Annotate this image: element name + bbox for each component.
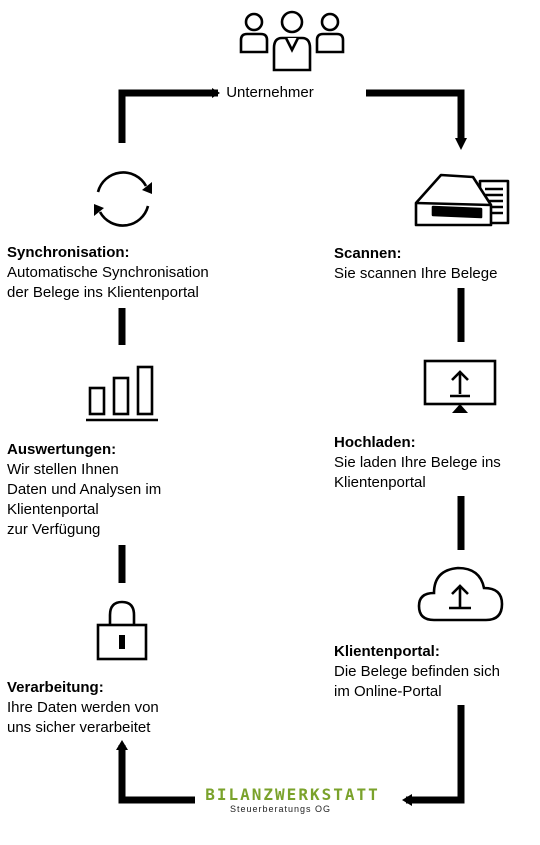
step-synchronisation: Synchronisation: Automatische Synchronis… bbox=[7, 243, 247, 303]
step-title: Synchronisation: bbox=[7, 244, 130, 261]
step-hochladen: Hochladen: Sie laden Ihre Belege ins Kli… bbox=[334, 433, 534, 493]
step-text: Wir stellen Ihnen Daten und Analysen im … bbox=[7, 461, 162, 538]
step-text: Sie laden Ihre Belege ins Klientenportal bbox=[334, 454, 501, 491]
upload-monitor-icon bbox=[423, 359, 497, 413]
step-auswertungen: Auswertungen: Wir stellen Ihnen Daten un… bbox=[7, 440, 207, 540]
step-text: Automatische Synchronisation der Belege … bbox=[7, 264, 209, 301]
top-label: Unternehmer bbox=[226, 84, 314, 101]
step-text: Die Belege befinden sich im Online-Porta… bbox=[334, 663, 500, 700]
sync-icon bbox=[94, 171, 152, 227]
step-title: Verarbeitung: bbox=[7, 679, 104, 696]
step-scannen: Scannen: Sie scannen Ihre Belege bbox=[334, 244, 534, 284]
people-icon bbox=[239, 10, 345, 72]
cloud-upload-icon bbox=[417, 566, 504, 622]
step-text: Ihre Daten werden von uns sicher verarbe… bbox=[7, 699, 159, 736]
step-title: Klientenportal: bbox=[334, 643, 440, 660]
lock-icon bbox=[96, 600, 148, 661]
step-klientenportal: Klientenportal: Die Belege befinden sich… bbox=[334, 642, 539, 702]
step-title: Auswertungen: bbox=[7, 441, 117, 458]
step-verarbeitung: Verarbeitung: Ihre Daten werden von uns … bbox=[7, 678, 207, 738]
logo-subtitle: Steuerberatungs OG bbox=[230, 804, 332, 814]
company-logo: BILANZWERKSTATT Steuerberatungs OG bbox=[200, 785, 385, 815]
step-text: Sie scannen Ihre Belege bbox=[334, 265, 498, 282]
step-title: Scannen: bbox=[334, 245, 402, 262]
bar-chart-icon bbox=[86, 365, 158, 422]
scanner-icon bbox=[414, 173, 510, 227]
step-title: Hochladen: bbox=[334, 434, 416, 451]
logo-name: BILANZWERKSTATT bbox=[205, 785, 380, 804]
